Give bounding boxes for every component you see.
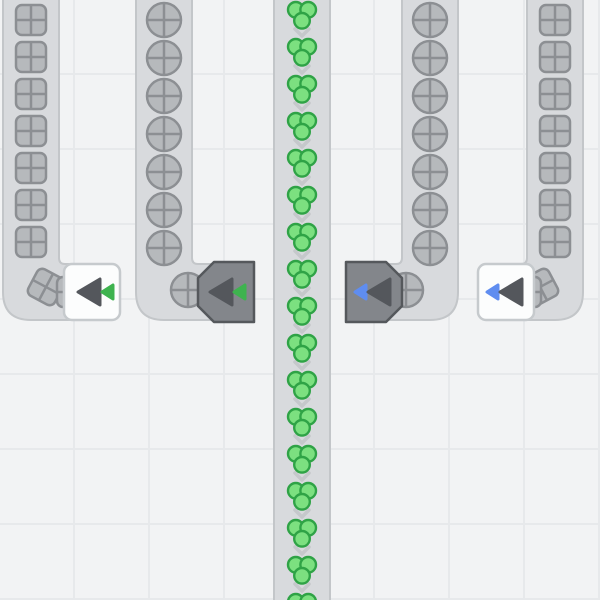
belt-direction-chevron-icon bbox=[293, 212, 311, 223]
item-square bbox=[538, 188, 572, 222]
item-circle bbox=[411, 39, 449, 77]
item-circle bbox=[145, 77, 183, 115]
item-green-cluster bbox=[286, 370, 318, 400]
item-circle bbox=[411, 1, 449, 39]
direction-arrow-icon bbox=[498, 277, 524, 307]
belt-direction-chevron-icon bbox=[293, 249, 311, 260]
belt-direction-chevron-icon bbox=[293, 323, 311, 334]
tier-arrow-icon bbox=[353, 283, 368, 301]
belt-direction-chevron-icon bbox=[293, 508, 311, 519]
belt-squares-right[interactable] bbox=[496, 0, 584, 321]
tunnel-entrance-green[interactable] bbox=[196, 260, 256, 324]
item-circle bbox=[411, 229, 449, 267]
item-green-cluster bbox=[286, 74, 318, 104]
item-square bbox=[14, 3, 48, 37]
belt-direction-chevron-icon bbox=[293, 545, 311, 556]
belt-direction-chevron-icon bbox=[293, 471, 311, 482]
item-square bbox=[538, 151, 572, 185]
belt-direction-chevron-icon bbox=[293, 582, 311, 593]
item-green-cluster bbox=[286, 148, 318, 178]
item-circle bbox=[411, 153, 449, 191]
item-green-cluster bbox=[286, 185, 318, 215]
item-circle bbox=[411, 191, 449, 229]
belt-circles-right[interactable] bbox=[371, 0, 459, 321]
direction-arrow-icon bbox=[366, 277, 392, 307]
item-green-cluster bbox=[286, 481, 318, 511]
item-square bbox=[538, 3, 572, 37]
item-circle bbox=[145, 115, 183, 153]
belt-direction-chevron-icon bbox=[293, 138, 311, 149]
item-square bbox=[538, 40, 572, 74]
item-square bbox=[14, 188, 48, 222]
item-green-cluster bbox=[286, 444, 318, 474]
belt-green-center[interactable] bbox=[273, 0, 331, 600]
item-green-cluster bbox=[286, 296, 318, 326]
item-square bbox=[538, 77, 572, 111]
item-green-cluster bbox=[286, 111, 318, 141]
tunnel-exit-blue[interactable] bbox=[476, 262, 536, 322]
belt-direction-chevron-icon bbox=[293, 434, 311, 445]
tunnel-entrance-blue[interactable] bbox=[344, 260, 404, 324]
item-square bbox=[538, 225, 572, 259]
tier-arrow-icon bbox=[232, 283, 247, 301]
direction-arrow-icon bbox=[208, 277, 234, 307]
item-square bbox=[14, 225, 48, 259]
belt-direction-chevron-icon bbox=[293, 286, 311, 297]
belt-circles-left[interactable] bbox=[135, 0, 223, 321]
item-green-cluster bbox=[286, 592, 318, 600]
belt-squares-left[interactable] bbox=[2, 0, 89, 321]
item-green-cluster bbox=[286, 333, 318, 363]
item-circle bbox=[145, 229, 183, 267]
item-green-cluster bbox=[286, 259, 318, 289]
item-green-cluster bbox=[286, 37, 318, 67]
item-square bbox=[14, 40, 48, 74]
belt-direction-chevron-icon bbox=[293, 64, 311, 75]
item-square bbox=[14, 77, 48, 111]
tier-arrow-icon bbox=[100, 283, 115, 301]
belt-direction-chevron-icon bbox=[293, 27, 311, 38]
item-circle bbox=[145, 1, 183, 39]
item-square bbox=[538, 114, 572, 148]
belt-direction-chevron-icon bbox=[293, 175, 311, 186]
tunnel-exit-green[interactable] bbox=[62, 262, 122, 322]
item-square bbox=[14, 151, 48, 185]
item-circle bbox=[145, 191, 183, 229]
tier-arrow-icon bbox=[485, 283, 500, 301]
item-square bbox=[14, 114, 48, 148]
direction-arrow-icon bbox=[76, 277, 102, 307]
belt-direction-chevron-icon bbox=[293, 101, 311, 112]
item-green-cluster bbox=[286, 555, 318, 585]
item-green-cluster bbox=[286, 222, 318, 252]
item-green-cluster bbox=[286, 0, 318, 30]
item-circle bbox=[145, 39, 183, 77]
item-circle bbox=[411, 77, 449, 115]
belt-direction-chevron-icon bbox=[293, 360, 311, 371]
item-circle bbox=[411, 115, 449, 153]
item-circle bbox=[145, 153, 183, 191]
item-green-cluster bbox=[286, 407, 318, 437]
item-green-cluster bbox=[286, 518, 318, 548]
belt-direction-chevron-icon bbox=[293, 397, 311, 408]
